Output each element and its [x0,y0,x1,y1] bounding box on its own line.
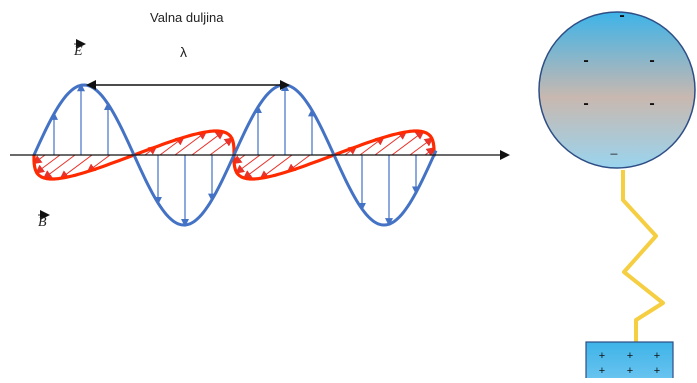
b-field-vector [391,130,425,156]
b-field-vector [191,130,225,156]
electric-field-vectors [50,83,420,227]
sphere-charge-sign: - [649,95,654,112]
b-field-vector [32,154,46,165]
base-charge-sign: + [627,365,633,377]
electric-wave-curve [32,83,438,227]
b-field-vector [42,154,76,180]
sphere-charge-sign: - [583,95,588,112]
electric-field-label: E [74,44,83,59]
b-field-vector [242,154,276,180]
b-field-vector [209,137,234,156]
magnetic-field-vectors [32,130,436,180]
wavelength-title: Valna duljina [150,10,224,25]
b-field-vector [35,154,61,174]
sphere-charge-sign: - [649,52,654,69]
b-field-vector [232,154,246,165]
b-field-vector [235,154,261,174]
lambda-symbol: λ [180,44,187,60]
b-field-vector [59,154,93,180]
sphere-charge-sign: _ [610,141,618,155]
sphere-charge-sign: - [583,52,588,69]
base-charge-sign: + [599,350,605,362]
b-field-vector [174,130,208,156]
sphere-charges: - - - - - _ [583,7,654,155]
sphere-charge-sign: - [619,7,624,24]
charged-base [585,341,674,383]
b-field-vector [259,154,293,180]
base-charges: + + + + + + [599,350,660,377]
b-field-vector [409,137,434,156]
base-charge-sign: + [599,365,605,377]
charged-sphere [538,11,696,169]
spring [621,170,665,346]
magnetic-field-label: B [38,215,47,230]
base-charge-sign: + [654,350,660,362]
base-charge-sign: + [627,350,633,362]
b-field-vector [374,130,408,156]
base-charge-sign: + [654,365,660,377]
